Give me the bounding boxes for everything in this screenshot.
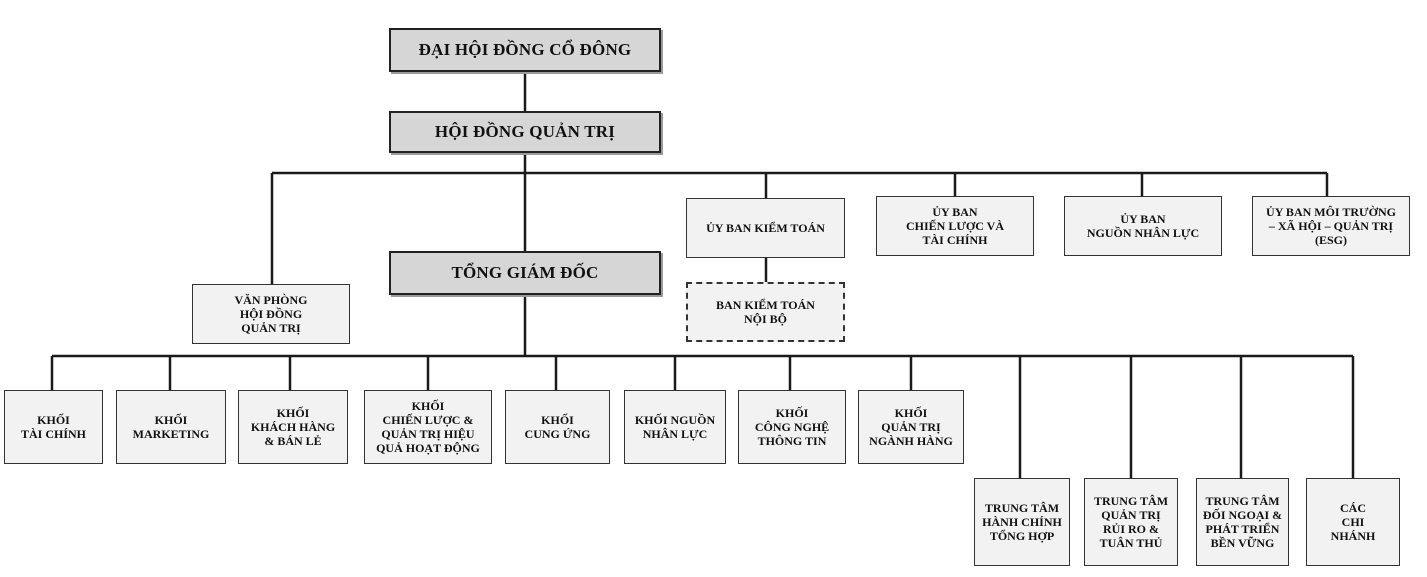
committee-esg-box: ỦY BAN MÔI TRƯỜNG – XÃ HỘI – QUẢN TRỊ (E… [1252, 196, 1410, 256]
committee-hr-box: ỦY BAN NGUỒN NHÂN LỰC [1064, 196, 1222, 256]
center-risk-compliance-box: TRUNG TÂM QUẢN TRỊ RỦI RO & TUÂN THỦ [1084, 478, 1178, 566]
internal-audit-box: BAN KIỂM TOÁN NỘI BỘ [686, 282, 845, 342]
division-category-mgmt-box: KHỐI QUẢN TRỊ NGÀNH HÀNG [858, 390, 964, 464]
division-customer-retail-box: KHỐI KHÁCH HÀNG & BÁN LẺ [238, 390, 348, 464]
committee-strategy-finance-box: ỦY BAN CHIẾN LƯỢC VÀ TÀI CHÍNH [876, 196, 1034, 256]
division-marketing-box: KHỐI MARKETING [116, 390, 226, 464]
board-office-box: VĂN PHÒNG HỘI ĐỒNG QUẢN TRỊ [192, 284, 350, 344]
division-finance-box: KHỐI TÀI CHÍNH [4, 390, 103, 464]
division-it-box: KHỐI CÔNG NGHỆ THÔNG TIN [738, 390, 846, 464]
ceo-box: TỔNG GIÁM ĐỐC [389, 251, 661, 295]
center-admin-box: TRUNG TÂM HÀNH CHÍNH TỔNG HỢP [974, 478, 1070, 566]
shareholders-box: ĐẠI HỘI ĐỒNG CỔ ĐÔNG [389, 28, 661, 72]
branches-box: CÁC CHI NHÁNH [1306, 478, 1400, 566]
division-supply-box: KHỐI CUNG ỨNG [505, 390, 610, 464]
division-strategy-performance-box: KHỐI CHIẾN LƯỢC & QUẢN TRỊ HIỆU QUẢ HOẠT… [364, 390, 492, 464]
board-box: HỘI ĐỒNG QUẢN TRỊ [389, 111, 661, 153]
center-external-sustainability-box: TRUNG TÂM ĐỐI NGOẠI & PHÁT TRIỂN BỀN VỮN… [1196, 478, 1289, 566]
division-hr-box: KHỐI NGUỒN NHÂN LỰC [624, 390, 726, 464]
committee-audit-box: ỦY BAN KIỂM TOÁN [686, 198, 845, 258]
